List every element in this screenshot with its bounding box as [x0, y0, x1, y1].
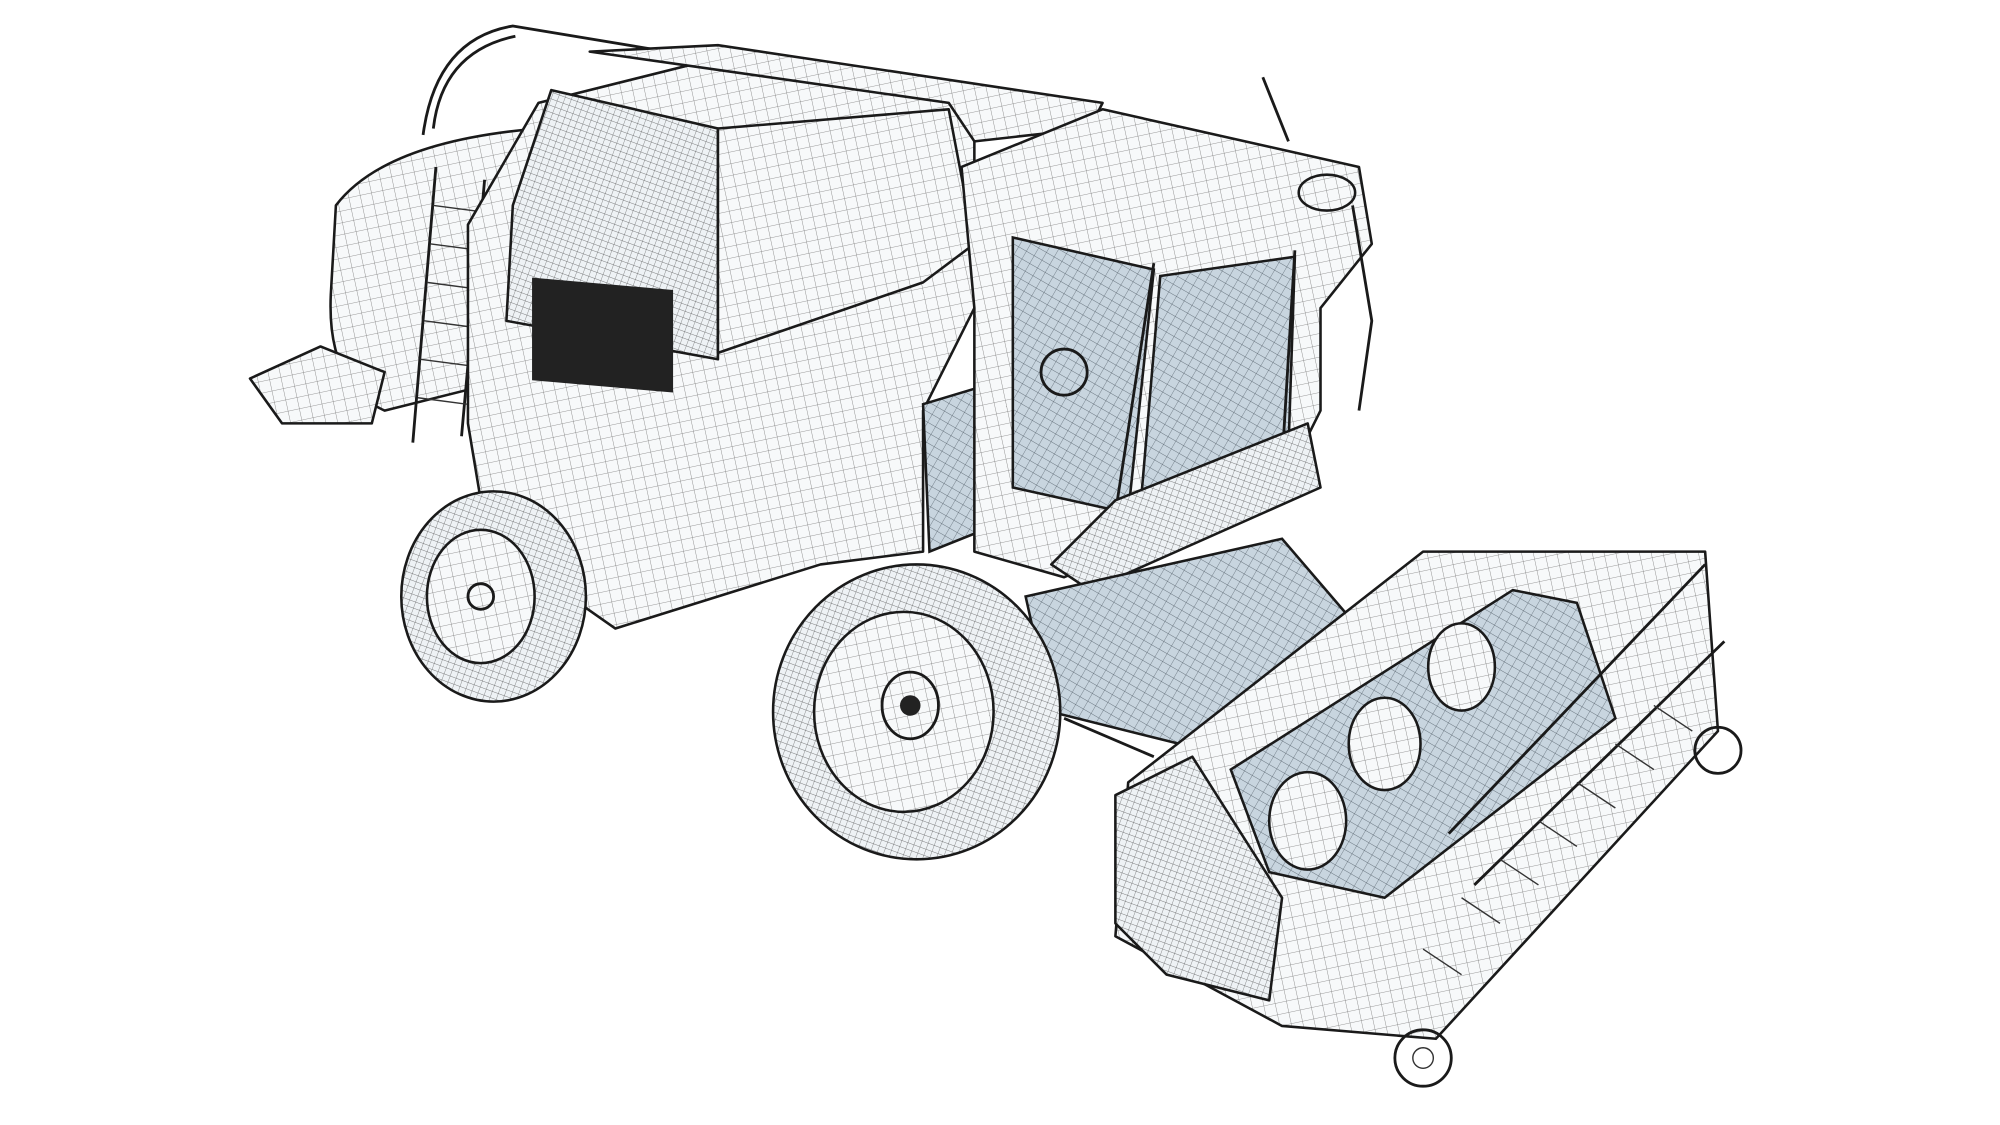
header-cutting-platform: [1114, 550, 1743, 1088]
engine-grille: [532, 277, 674, 393]
auger-segment: [1267, 770, 1348, 871]
header-gauge-wheel: [1393, 1028, 1453, 1088]
header-gauge-wheel: [1693, 725, 1743, 775]
rear-wheel: [400, 490, 588, 703]
operator-cab: [960, 76, 1374, 592]
front-wheel: [771, 563, 1062, 861]
